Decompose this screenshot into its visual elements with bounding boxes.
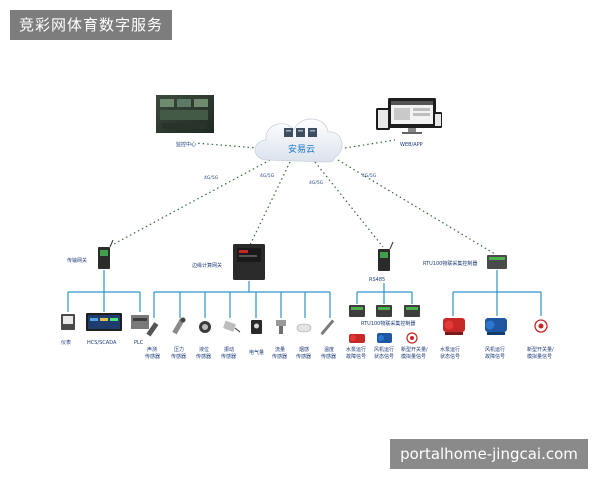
fan-motor-icon [485,318,507,335]
web-app-label: WEB/APP [400,142,423,148]
fan-motor-icon [377,333,392,343]
rtu-output-label: 新型开关量/ [527,346,554,353]
rs485-bus [356,283,413,304]
cloud-links [111,139,496,255]
link-cloud-rs485 [314,161,384,248]
gateway-branch: 传输网关 仪表 HCS/SCADA PLC [61,239,149,346]
web-app: WEB/APP [376,98,442,148]
sensor-label: 声测 [147,346,157,353]
gateway-device-label: HCS/SCADA [87,340,117,346]
rtu-bus [452,270,542,316]
sensor-label: 温度 [324,346,334,353]
rs485-output-label: 新型开关量/ [401,346,428,353]
rtu-output-label: 状态信号 [440,353,460,360]
sensor-label: 压力 [174,346,184,353]
edge-bus [153,281,331,318]
link-label-gateway: 4G/5G [260,173,275,179]
temperature-sensor-icon [320,319,335,336]
level-sensor-icon [199,321,211,333]
sensor-label: 传感器 [221,353,236,360]
link-label-edge: 4G/5G [309,180,324,186]
gateway-device-label: 仪表 [61,339,71,346]
rs485-output-label: 风机运行 [374,346,394,353]
gateway-device-label: PLC [134,340,144,346]
server-icon [284,128,317,137]
sensor-label: 液位 [199,346,209,353]
vibration-sensor-icon [223,320,241,333]
rtu-output-label: 故障信号 [485,353,505,360]
monitor-center-label: 监控中心 [176,141,196,148]
controller-module-icon [349,305,420,317]
watermark-bottom: portalhome-jingcai.com [390,439,588,469]
sensor-label: 传感器 [321,353,336,360]
sensor-label: 传感器 [145,353,160,360]
rs485-controller-label: RTU100物联采集控制器 [361,320,415,327]
rs485-output-label: 状态信号 [374,353,394,360]
watermark-top: 竞彩网体育数字服务 [10,10,172,40]
monitor-center: 监控中心 [156,95,214,148]
sensor-label: 流量 [275,346,285,353]
sensor-label: 振动 [224,346,234,353]
rtu-branch: RTU100物联采集控制器 水泵运行 状态信号 风机运行 故障信号 新型开关量/… [423,255,554,360]
rtu-output-label: 风机运行 [485,346,505,353]
link-cloud-monitor [194,142,259,149]
plc-icon [131,315,149,329]
link-cloud-web [344,139,396,149]
smoke-sensor-icon [296,323,312,333]
gateway-bus [67,270,141,312]
link-cloud-rtu [337,159,496,255]
cloud: 安易云 [254,118,343,163]
rtu-output-label: 模拟量信号 [527,353,552,360]
sensor-label: 烟感 [299,346,309,353]
rtu-label: RTU100物联采集控制器 [423,260,477,267]
sound-sensor-icon [146,322,159,337]
rs485-output-label: 故障信号 [346,353,366,360]
sensor-label: 传感器 [196,353,211,360]
edge-branch: 边缘计算网关 [145,244,336,360]
link-label-rs485: 4G/5G [362,173,377,179]
rs485-branch: RS485 RTU100物联采集控制器 水泵运 [346,241,428,360]
cloud-label: 安易云 [288,143,315,155]
gateway-label: 传输网关 [67,257,87,264]
rs485-output-label: 模拟量信号 [401,353,426,360]
rtu-output-label: 水泵运行 [440,346,460,353]
water-pump-icon [443,318,465,335]
sensor-label: 电气量 [249,349,264,356]
rs485-output-label: 水泵运行 [346,346,366,353]
signal-switch-icon [534,319,548,333]
flow-sensor-icon [276,320,286,334]
link-label-monitor: 4G/5G [204,175,219,181]
edge-gateway-label: 边缘计算网关 [192,262,222,269]
electrical-meter-icon [251,320,262,334]
sensor-label: 传感器 [296,353,311,360]
signal-switch-icon [406,332,418,344]
sensor-label: 传感器 [272,353,287,360]
sensor-label: 传感器 [171,353,186,360]
rs485-label: RS485 [369,277,385,283]
link-cloud-edge [249,161,291,246]
water-pump-icon [349,334,365,343]
link-cloud-gateway [111,159,271,246]
pressure-sensor-icon [172,317,186,335]
